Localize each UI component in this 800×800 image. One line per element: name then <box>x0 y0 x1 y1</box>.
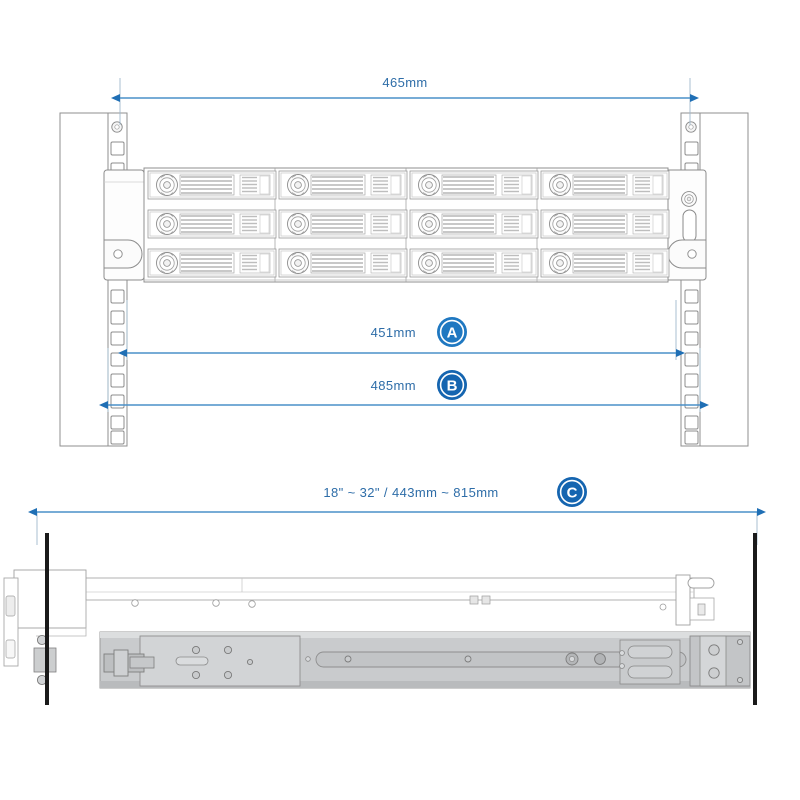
rail-outer-member <box>33 631 751 689</box>
dimension-465mm: 465mm <box>111 75 699 125</box>
side-view-rail: 18" ~ 32" / 443mm ~ 815mm C <box>3 477 766 705</box>
dimension-depth-range: 18" ~ 32" / 443mm ~ 815mm C <box>28 477 766 545</box>
rail-latch-mechanism <box>33 634 155 686</box>
badge-b-letter: B <box>447 378 458 395</box>
front-view: 465mm 451mm A 485mm B <box>59 75 749 447</box>
dimension-465mm-label: 465mm <box>382 75 427 90</box>
chassis-ear-left <box>103 169 145 281</box>
rail-left-end-bracket <box>3 569 87 667</box>
dimension-485mm-label: 485mm <box>371 378 416 393</box>
chassis-ear-right <box>665 169 707 281</box>
badge-b: B <box>437 370 467 400</box>
dimension-451mm: 451mm A <box>118 300 685 360</box>
badge-a: A <box>437 317 467 347</box>
rail-right-end-tip <box>675 574 715 626</box>
badge-c-letter: C <box>567 485 578 502</box>
badge-c: C <box>557 477 587 507</box>
dimension-451mm-label: 451mm <box>371 325 416 340</box>
chassis-front-panel <box>143 167 670 283</box>
dimension-485mm: 485mm B <box>99 348 709 412</box>
rail-right-end-assembly <box>594 635 751 687</box>
dimension-depth-range-label: 18" ~ 32" / 443mm ~ 815mm <box>323 485 498 500</box>
rail-slot-track <box>305 651 687 668</box>
badge-a-letter: A <box>447 325 458 342</box>
rail-inner-member <box>13 577 695 611</box>
rail-left-mount-plate <box>139 635 301 687</box>
